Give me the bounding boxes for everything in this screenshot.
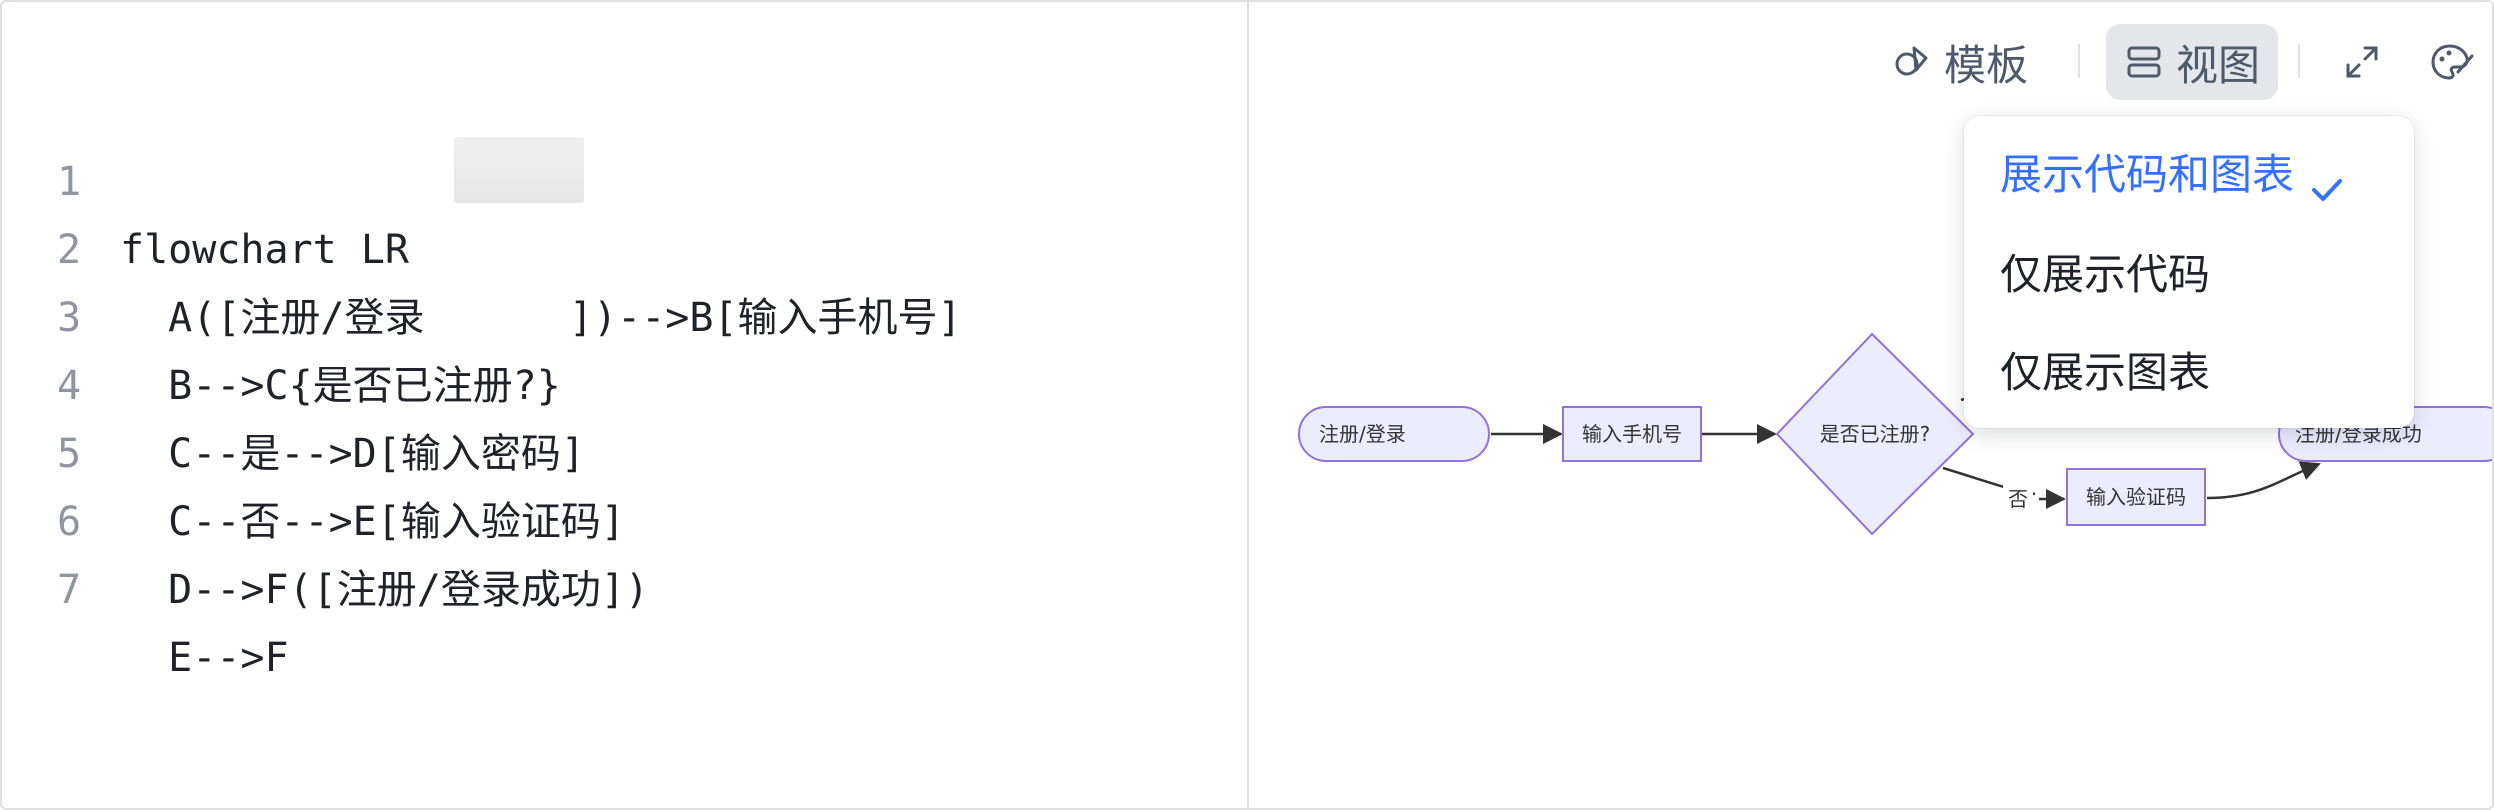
view-label: 视图 [2176, 40, 2261, 90]
flow-node-label: 注册/登录 [1319, 422, 1406, 446]
redacted-text [454, 137, 584, 203]
code-line: 4 C--是-->D[输入密码] [2, 284, 585, 477]
code-line: 7 E-->F [2, 488, 289, 681]
line-number: 7 [56, 567, 82, 613]
line-number: 2 [56, 227, 82, 273]
line-number: 4 [56, 363, 82, 409]
code-text[interactable]: flowchart LR [120, 227, 409, 273]
palette-icon [2430, 42, 2476, 82]
template-button[interactable]: 模板 [1892, 24, 2028, 100]
edge-label-no: 否 [2003, 484, 2033, 514]
menu-item-code-only[interactable]: 仅展示代码 [2000, 240, 2210, 310]
menu-item-label: 展示代码和图表 [2000, 150, 2295, 199]
edge-label: 否 [2008, 487, 2028, 511]
shapes-icon [1892, 42, 1932, 82]
flow-node-verify-code: 输入验证码 [2066, 468, 2206, 526]
edge-e-f [2206, 461, 2321, 500]
line-number: 3 [56, 295, 82, 341]
template-label: 模板 [1944, 40, 2029, 90]
line-number: 1 [56, 159, 82, 205]
code-text[interactable]: B-->C{是否已注册?} [120, 363, 561, 409]
menu-item-label: 仅展示图表 [2000, 348, 2211, 397]
code-line: 5 C--否-->E[输入验证码] [2, 352, 625, 545]
menu-item-chart-only[interactable]: 仅展示图表 [2000, 338, 2210, 408]
flowchart: 注册/登录 输入手机号 是否已注册? 否 输入验证码 注册/登录成功 [1298, 332, 2492, 536]
theme-button[interactable] [2430, 24, 2476, 100]
code-line: 2 A([注册/登录 ])-->B[输入手机号] [2, 148, 962, 341]
code-text[interactable]: E-->F [120, 635, 289, 681]
code-text[interactable]: C--否-->E[输入验证码] [120, 499, 625, 545]
fullscreen-button[interactable] [2342, 24, 2382, 100]
view-menu: 展示代码和图表 仅展示代码 仅展示图表 [1964, 116, 2414, 428]
code-editor[interactable]: 1 flowchart LR 2 A([注册/登录 ])-->B[输入手机号] … [2, 2, 1249, 808]
code-text[interactable]: D-->F([注册/登录成功]) [120, 567, 649, 613]
code-line: 1 flowchart LR [2, 80, 409, 273]
flow-node-label: 是否已注册? [1820, 422, 1931, 446]
check-icon [2310, 158, 2344, 228]
view-button[interactable]: 视图 [2106, 24, 2279, 100]
code-line: 3 B-->C{是否已注册?} [2, 216, 561, 409]
line-number: 5 [56, 431, 82, 477]
toolbar-divider [2298, 44, 2300, 78]
code-text[interactable]: C--是-->D[输入密码] [120, 431, 585, 477]
menu-item-code-and-chart[interactable]: 展示代码和图表 [2000, 140, 2380, 210]
flow-node-registered-check: 是否已注册? [1775, 332, 1975, 536]
code-line: 6 D-->F([注册/登录成功]) [2, 420, 649, 613]
flow-node-start: 注册/登录 [1298, 406, 1490, 462]
code-text[interactable]: A([注册/登录 ])-->B[输入手机号] [120, 295, 962, 341]
expand-icon [2342, 42, 2382, 82]
menu-item-label: 仅展示代码 [2000, 250, 2211, 299]
flow-node-label: 输入验证码 [2086, 485, 2186, 509]
split-layout-icon [2124, 42, 2164, 82]
toolbar-divider [2078, 44, 2080, 78]
flow-node-label: 输入手机号 [1582, 422, 1682, 446]
line-number: 6 [56, 499, 82, 545]
flow-node-phone: 输入手机号 [1562, 406, 1702, 462]
